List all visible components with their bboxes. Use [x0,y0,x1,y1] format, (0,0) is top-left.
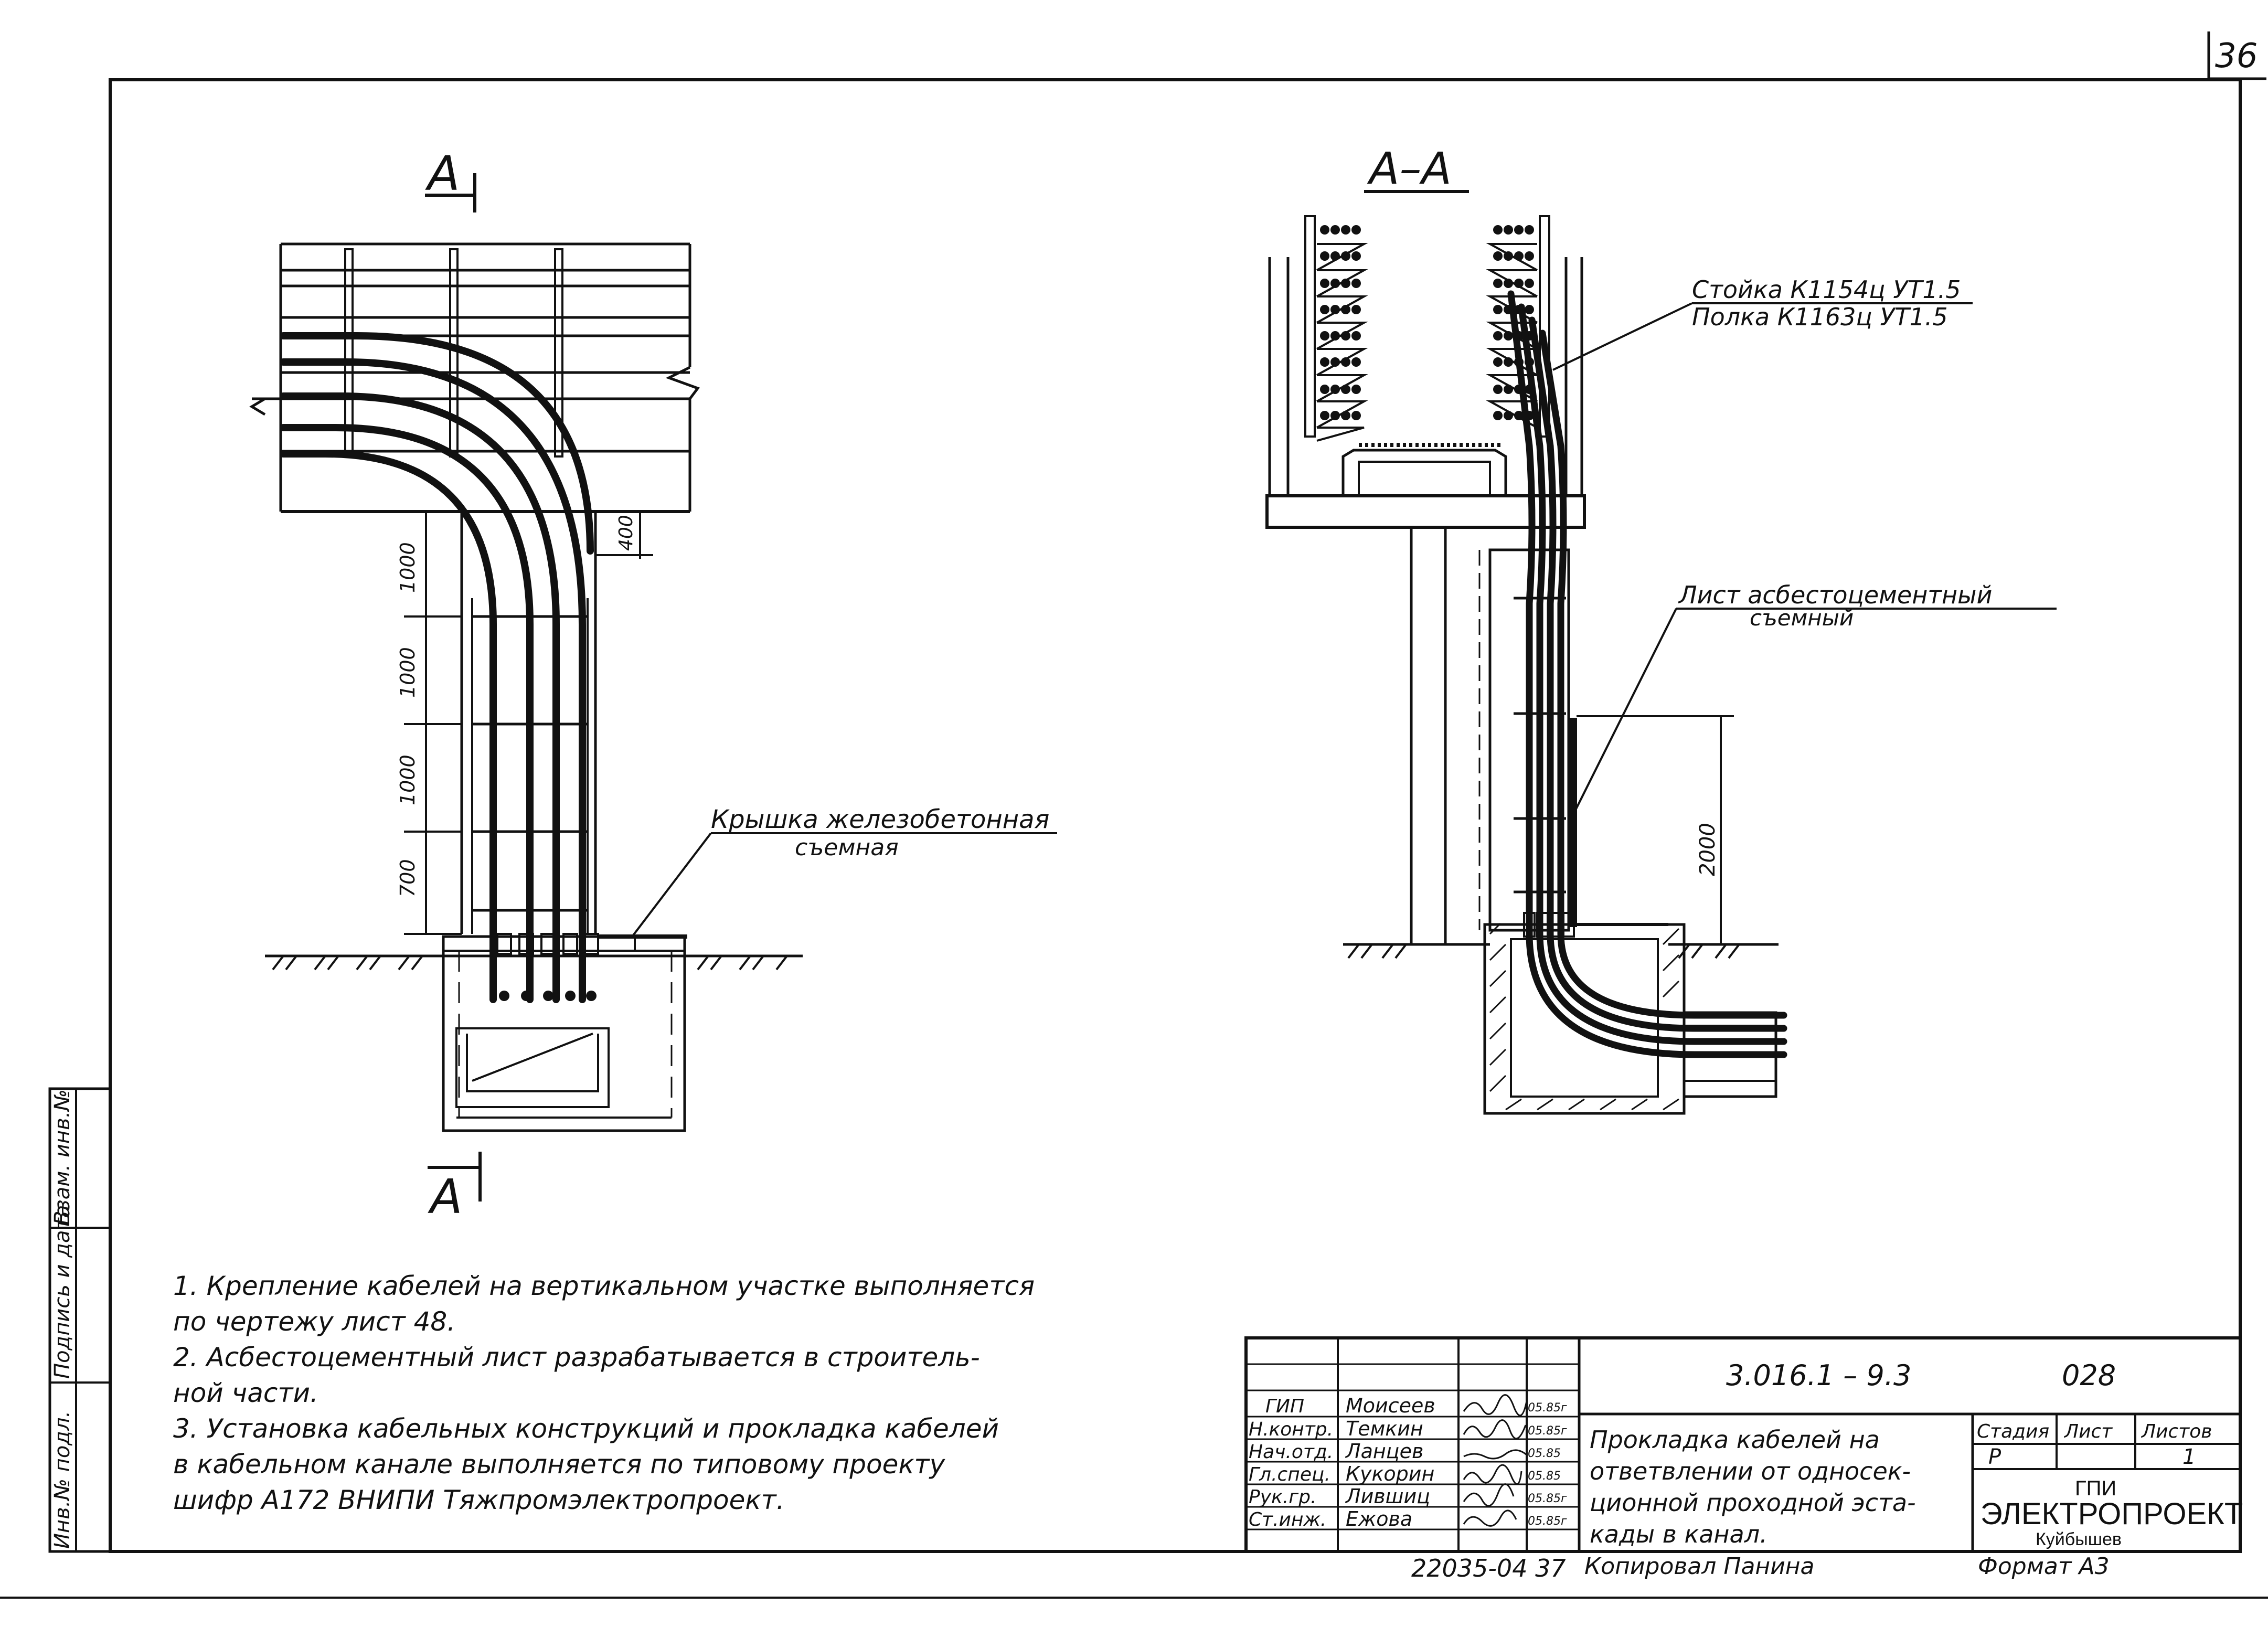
title-line-3: ционной проходной эста- [1590,1488,1916,1517]
title-line-1: Прокладка кабелей на [1590,1426,1880,1454]
date-nkontr: 05.85г [1528,1424,1567,1438]
album-number: 028 [2062,1359,2116,1392]
label-cover-removable: съемная [795,834,899,861]
title-block: 3.016.1 – 9.3 028 Прокладка кабелей на о… [1244,1336,2243,1582]
section-mark-top: А [425,146,460,201]
label-rack: Стойка К1154ц УТ1.5 [1692,275,1961,304]
stamp-inv-label: Инв.№ подл. [50,1411,74,1549]
org-line-2: ЭЛЕКТРОПРОЕКТ [1980,1497,2243,1531]
name-nkontr: Темкин [1346,1417,1423,1440]
note-1-line-1: 1. Крепление кабелей на вертикальном уча… [173,1271,1035,1301]
note-3-line-3: шифр А172 ВНИПИ Тяжпромэлектропроект. [173,1485,785,1515]
dim-1000-b: 1000 [396,647,419,698]
doc-code: 3.016.1 – 9.3 [1726,1359,1911,1392]
note-3-line-1: 3. Установка кабельных конструкций и про… [173,1413,999,1444]
title-line-4: кады в канал. [1590,1520,1767,1548]
dim-1000-a: 1000 [396,542,419,593]
name-glspec: Кукорин [1346,1462,1434,1485]
role-gip: ГИП [1265,1396,1304,1417]
role-nkontr: Н.контр. [1249,1419,1333,1440]
stage-value: Р [1988,1445,2001,1469]
archive-number: 22035-04 37 [1411,1554,1566,1582]
role-nachotd: Нач.отд. [1249,1441,1333,1463]
label-shelf: Полка К1163ц УТ1.5 [1692,303,1948,331]
name-rukgr: Лившиц [1345,1485,1430,1508]
format: Формат А3 [1978,1553,2110,1580]
sheet-label: Лист [2063,1421,2113,1442]
date-gip: 05.85г [1528,1401,1567,1415]
sheets-label: Листов [2141,1421,2212,1442]
role-glspec: Гл.спец. [1249,1464,1330,1485]
side-stamp: Инв.№ подл. Подпись и дата Взам. инв.№ [48,1087,112,1553]
org-line-3: Куйбышев [2036,1529,2122,1549]
label-asbestos-sheet: Лист асбестоцементный [1678,581,1992,609]
signatures [1463,1394,1528,1527]
role-rukgr: Рук.гр. [1249,1486,1316,1508]
sheets-value: 1 [2182,1445,2196,1469]
dim-2000: 2000 [1696,823,1720,876]
date-stinzh: 05.85г [1528,1515,1567,1528]
stage-label: Стадия [1977,1421,2049,1442]
section-mark-bottom: А [428,1169,463,1225]
dim-400: 400 [615,515,637,551]
plan-view: А А [249,146,1057,1225]
name-nachotd: Ланцев [1345,1440,1423,1463]
note-3-line-2: в кабельном канале выполняется по типово… [173,1449,945,1480]
section-view: А–А [1265,143,2057,1115]
label-asbestos-removable: съемный [1750,605,1854,631]
name-gip: Моисеев [1346,1394,1435,1417]
sheet-number: 36 [2215,37,2258,76]
label-cover: Крышка железобетонная [711,805,1049,834]
note-2-line-2: ной части. [173,1378,318,1408]
role-stinzh: Ст.инж. [1249,1509,1326,1530]
dim-1000-c: 1000 [396,754,419,805]
date-rukgr: 05.85г [1528,1492,1567,1505]
org-line-1: ГПИ [2075,1477,2116,1500]
sheet-frame [109,78,2242,1553]
section-title: А–А [1367,143,1452,194]
note-2-line-1: 2. Асбестоцементный лист разрабатывается… [173,1342,980,1373]
copied-by: Копировал Панина [1584,1553,1815,1580]
stamp-signature-label: Подпись и дата [50,1205,74,1379]
date-nachotd: 05.85 [1528,1447,1561,1460]
title-line-2: ответвлении от односек- [1590,1457,1911,1485]
note-1-line-2: по чертежу лист 48. [173,1306,456,1337]
stamp-replace-label: Взам. инв.№ [50,1089,74,1225]
name-stinzh: Ежова [1346,1507,1412,1530]
dim-700: 700 [396,859,419,897]
date-glspec: 05.85 [1528,1470,1561,1483]
